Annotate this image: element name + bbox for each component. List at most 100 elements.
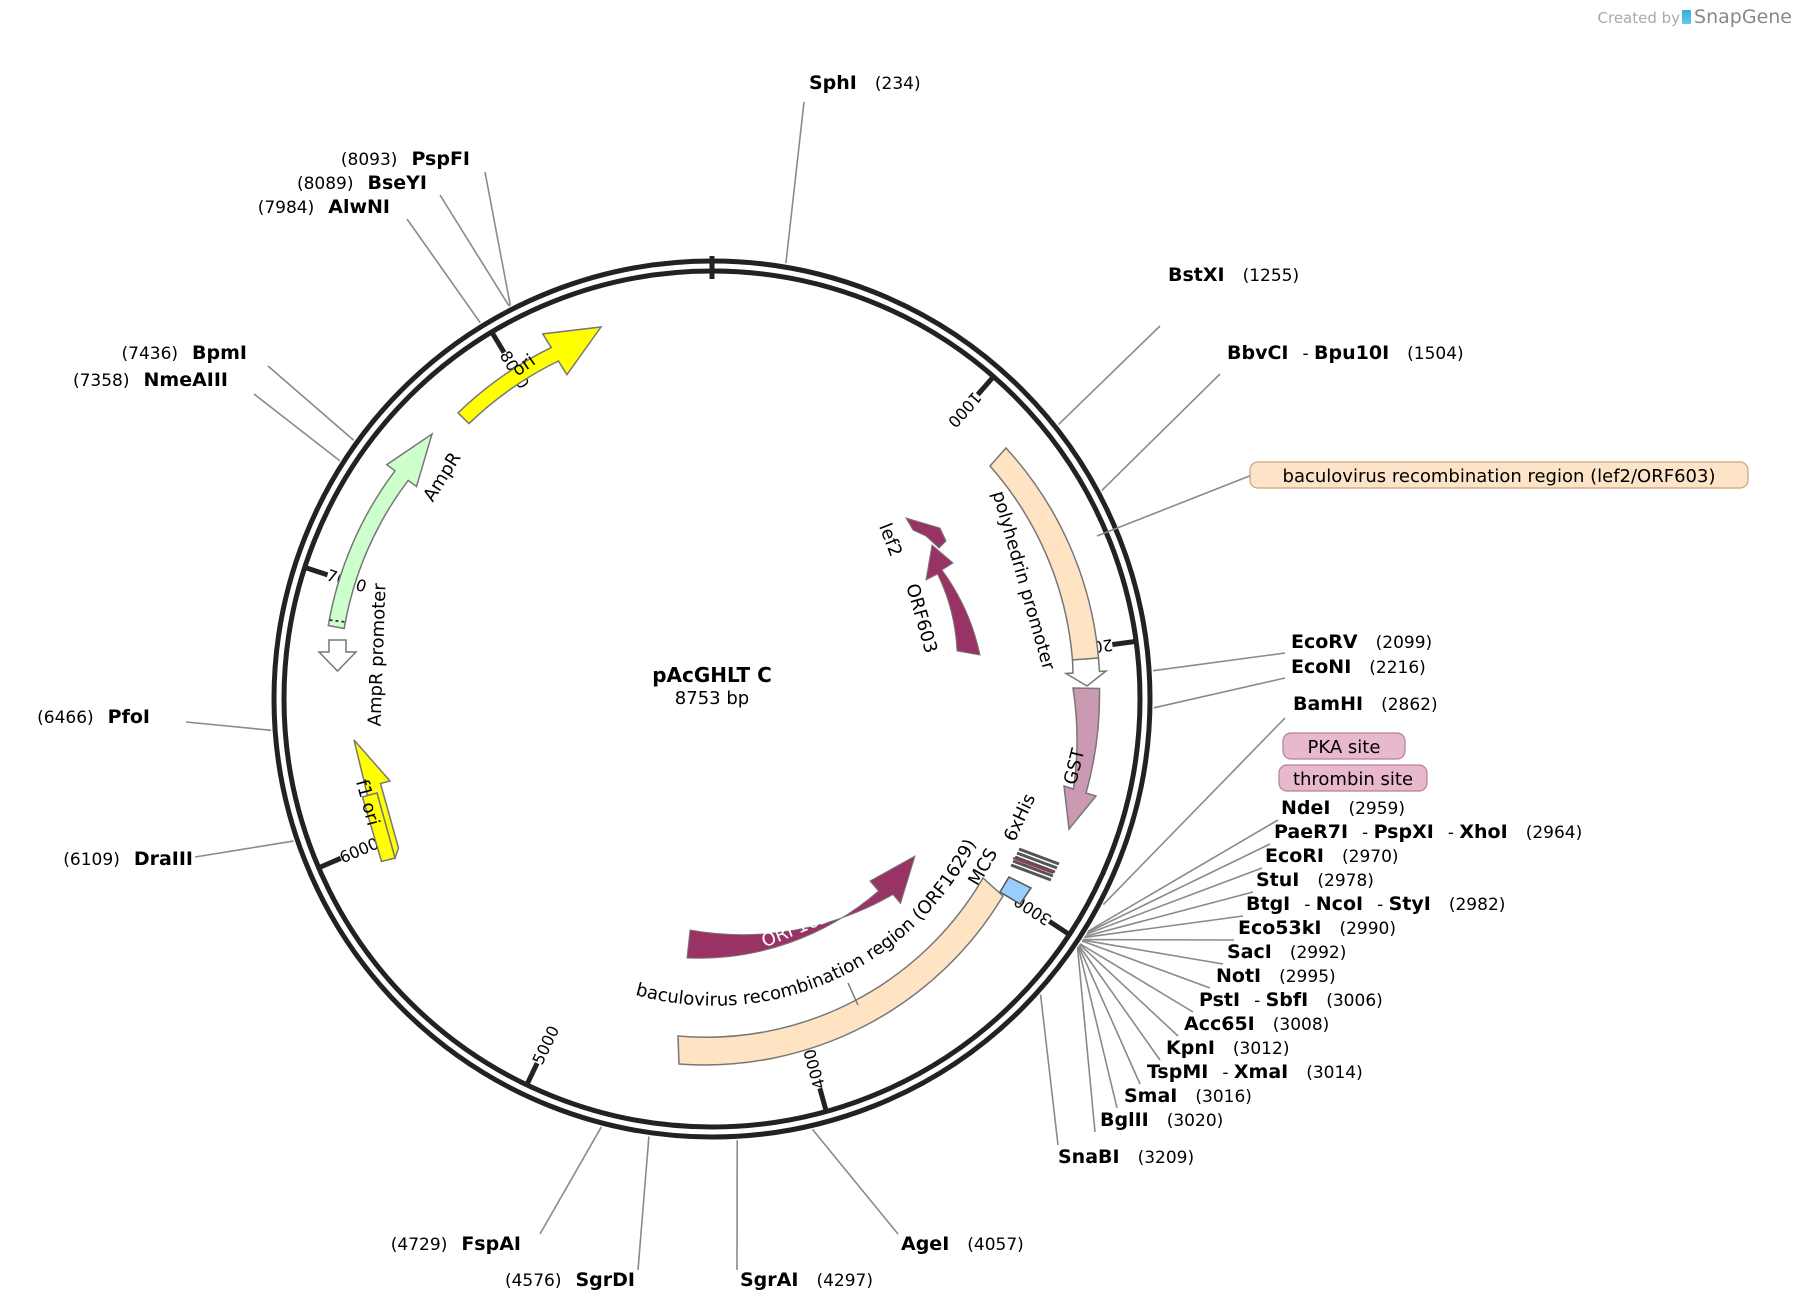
enzyme-leader-SphI: [785, 101, 805, 264]
feature-6xhis[interactable]: [1010, 847, 1060, 882]
feature-gst[interactable]: [1063, 687, 1101, 831]
enzyme-name: SacI: [1227, 941, 1272, 963]
enzyme-separator: -: [1304, 895, 1316, 915]
feature-orf1629[interactable]: [686, 854, 916, 959]
enzyme-site-SphI[interactable]: SphI(234): [809, 72, 921, 94]
feature-ori[interactable]: [456, 326, 603, 425]
svg-text:thrombin site: thrombin site: [1293, 769, 1413, 790]
enzyme-position: (2862): [1381, 695, 1438, 715]
enzyme-name: KpnI: [1166, 1037, 1215, 1059]
enzyme-leader-PstI: [1079, 943, 1194, 1013]
enzyme-separator: -: [1362, 823, 1374, 843]
enzyme-position: (2990): [1339, 919, 1396, 939]
enzyme-leader-AgeI: [811, 1128, 899, 1235]
feature-ampr[interactable]: [327, 432, 434, 630]
feature-label-ampr-promoter: AmpR promoter: [365, 582, 391, 726]
enzyme-position: (3006): [1326, 991, 1383, 1011]
enzyme-site-BstXI[interactable]: BstXI(1255): [1168, 264, 1299, 286]
svg-text:(7358)NmeAIII: (7358)NmeAIII: [73, 369, 228, 391]
enzyme-site-SgrDI[interactable]: (4576)SgrDI: [505, 1269, 635, 1291]
enzyme-name: BstXI: [1168, 264, 1225, 286]
feature-mcs[interactable]: [998, 876, 1033, 906]
enzyme-site-NotI[interactable]: NotI(2995): [1216, 965, 1336, 987]
enzyme-leader-BpmI: [267, 365, 355, 441]
enzyme-name: FspAI: [461, 1233, 521, 1255]
enzyme-site-FspAI[interactable]: (4729)FspAI: [391, 1233, 521, 1255]
enzyme-site-BpmI[interactable]: (7436) BpmI: [122, 342, 247, 364]
feature-f1-ori[interactable]: [353, 739, 400, 863]
enzyme-site-PstI[interactable]: PstI- SbfI(3006): [1199, 989, 1383, 1011]
enzyme-site-KpnI[interactable]: KpnI(3012): [1166, 1037, 1289, 1059]
enzyme-site-AlwNI[interactable]: (7984)AlwNI: [258, 196, 390, 218]
enzyme-name: Acc65I: [1184, 1013, 1255, 1035]
enzyme-leader-SgrDI: [637, 1136, 650, 1271]
svg-text:BbvCI- Bpu10I(1504): BbvCI- Bpu10I(1504): [1227, 342, 1464, 364]
tick-mark-6000: [319, 856, 342, 870]
enzyme-site-BtgI[interactable]: BtgI- NcoI- StyI(2982): [1246, 893, 1505, 915]
enzyme-name: EcoRV: [1291, 631, 1358, 653]
enzyme-name: AgeI: [901, 1233, 949, 1255]
enzyme-position: (3020): [1167, 1111, 1224, 1131]
enzyme-name: DraIII: [134, 848, 193, 870]
enzyme-site-SgrAI[interactable]: SgrAI(4297): [740, 1269, 873, 1291]
enzyme-site-BamHI[interactable]: BamHI(2862): [1293, 693, 1438, 715]
enzyme-name: PaeR7I: [1274, 821, 1348, 843]
enzyme-name: BglII: [1100, 1109, 1149, 1131]
svg-text:PaeR7I- PspXI- XhoI(2964): PaeR7I- PspXI- XhoI(2964): [1274, 821, 1582, 843]
svg-text:SmaI(3016): SmaI(3016): [1124, 1085, 1252, 1107]
enzyme-site-BbvCI[interactable]: BbvCI- Bpu10I(1504): [1227, 342, 1464, 364]
enzyme-site-PfoI[interactable]: (6466) PfoI: [37, 706, 150, 728]
enzyme-site-Eco53kI[interactable]: Eco53kI(2990): [1238, 917, 1396, 939]
svg-text:(7984)AlwNI: (7984)AlwNI: [258, 196, 390, 218]
feature-ampr-promoter[interactable]: [317, 639, 358, 673]
enzyme-separator: -: [1448, 823, 1460, 843]
enzyme-site-Acc65I[interactable]: Acc65I(3008): [1184, 1013, 1329, 1035]
credit-prefix: Created by: [1597, 9, 1681, 27]
svg-text:BstXI(1255): BstXI(1255): [1168, 264, 1299, 286]
enzyme-name: PfoI: [108, 706, 150, 728]
site-label-pka: PKA site: [1282, 732, 1406, 760]
tick-mark-8000: [490, 332, 507, 354]
enzyme-name: StyI: [1389, 893, 1431, 915]
enzyme-site-EcoNI[interactable]: EcoNI(2216): [1291, 656, 1426, 678]
enzyme-name: SbfI: [1266, 989, 1309, 1011]
feature-orf603[interactable]: [925, 544, 981, 656]
enzyme-name: EcoNI: [1291, 656, 1351, 678]
enzyme-site-DraIII[interactable]: (6109)DraIII: [63, 848, 193, 870]
enzyme-position: (6466): [37, 708, 94, 728]
enzyme-leader-PaeR7I: [1086, 843, 1271, 934]
svg-text:SgrAI(4297): SgrAI(4297): [740, 1269, 873, 1291]
enzyme-site-StuI[interactable]: StuI(2978): [1256, 869, 1374, 891]
enzyme-site-BglII[interactable]: BglII (3020): [1100, 1109, 1223, 1131]
enzyme-site-PaeR7I[interactable]: PaeR7I- PspXI- XhoI(2964): [1274, 821, 1582, 843]
feature-lef2[interactable]: [904, 517, 947, 549]
feature-baculovirus-recombination-orf1629[interactable]: [677, 876, 1004, 1066]
snapgene-logo-icon: [1682, 10, 1692, 24]
enzyme-site-SnaBI[interactable]: SnaBI(3209): [1058, 1146, 1194, 1168]
enzyme-name: TspMI: [1147, 1061, 1208, 1083]
svg-text:NdeI(2959): NdeI(2959): [1281, 797, 1405, 819]
enzyme-site-SacI[interactable]: SacI(2992): [1227, 941, 1346, 963]
enzyme-site-BseYI[interactable]: (8089)BseYI: [297, 172, 427, 194]
enzyme-leader-SnaBI: [1039, 994, 1059, 1146]
enzyme-name: NcoI: [1316, 893, 1363, 915]
enzyme-site-AgeI[interactable]: AgeI(4057): [901, 1233, 1024, 1255]
enzyme-site-SmaI[interactable]: SmaI(3016): [1124, 1085, 1252, 1107]
feature-polyhedrin-promoter[interactable]: [988, 446, 1109, 687]
enzyme-name: SmaI: [1124, 1085, 1177, 1107]
tick-mark-5000: [525, 1062, 540, 1085]
enzyme-site-NmeAIII[interactable]: (7358)NmeAIII: [73, 369, 228, 391]
enzyme-leader-BstXI: [1057, 325, 1161, 426]
enzyme-site-PspFI[interactable]: (8093)PspFI: [341, 148, 470, 170]
tick-label-4000: 4000: [800, 1047, 829, 1091]
enzyme-site-EcoRI[interactable]: EcoRI(2970): [1265, 845, 1399, 867]
enzyme-leader-SacI: [1082, 939, 1224, 965]
enzyme-site-EcoRV[interactable]: EcoRV(2099): [1291, 631, 1432, 653]
enzyme-position: (7436): [122, 344, 179, 364]
svg-text:KpnI(3012): KpnI(3012): [1166, 1037, 1289, 1059]
enzyme-name: BpmI: [192, 342, 247, 364]
enzyme-site-NdeI[interactable]: NdeI(2959): [1281, 797, 1405, 819]
enzyme-site-TspMI[interactable]: TspMI- XmaI(3014): [1147, 1061, 1363, 1083]
